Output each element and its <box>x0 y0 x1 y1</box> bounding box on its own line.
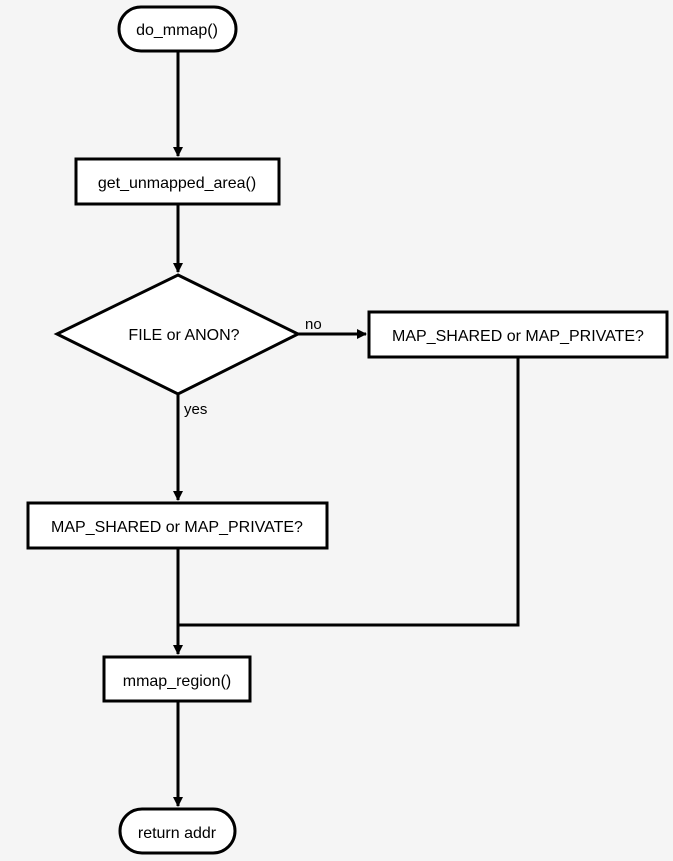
mmap-region-box <box>102 655 252 703</box>
start-terminal <box>117 5 238 53</box>
mmap-region-label: mmap_region() <box>123 673 231 690</box>
file-or-anon-label: FILE or ANON? <box>128 327 239 344</box>
anon-map-type-box <box>367 310 669 359</box>
edge-anon-to-merge <box>178 358 520 627</box>
end-terminal <box>118 807 237 855</box>
get-unmapped-area-label: get_unmapped_area() <box>98 175 256 192</box>
end-terminal-label: return addr <box>138 825 217 842</box>
start-terminal-label: do_mmap() <box>136 22 218 39</box>
file-map-type-label: MAP_SHARED or MAP_PRIVATE? <box>51 519 303 536</box>
edge-label-no: no <box>305 316 322 333</box>
file-or-anon-decision <box>53 273 302 396</box>
get-unmapped-area-box <box>74 157 281 206</box>
anon-map-type-label: MAP_SHARED or MAP_PRIVATE? <box>392 328 644 345</box>
file-map-type-box <box>26 501 329 550</box>
edge-label-yes: yes <box>184 401 207 418</box>
